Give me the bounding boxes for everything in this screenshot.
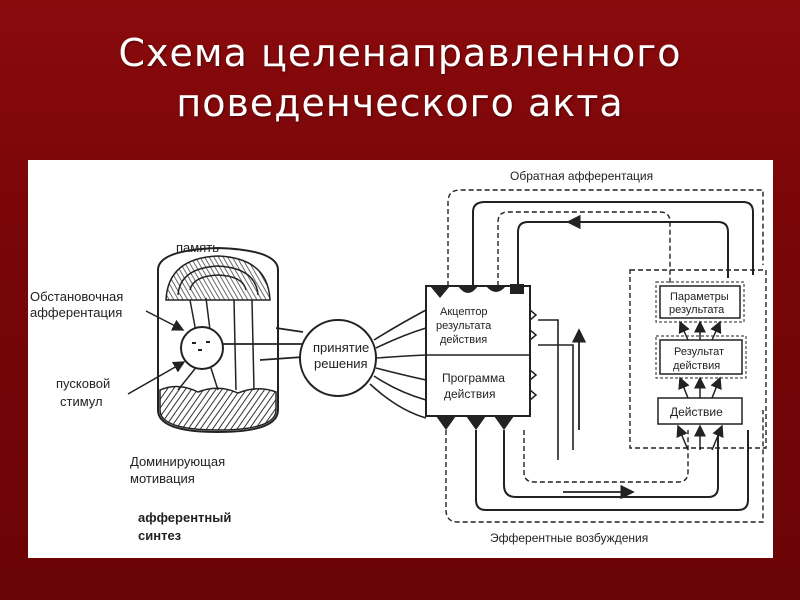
efferent-excitations-label: Эфферентные возбуждения bbox=[490, 531, 648, 545]
dominant-motivation-label-2: мотивация bbox=[130, 471, 195, 486]
feedback-afferentation-loop bbox=[447, 189, 764, 290]
decision-to-acceptor-links bbox=[369, 309, 427, 419]
slide-title: Схема целенаправленного поведенческого а… bbox=[0, 28, 800, 128]
afferent-synthesis-label-2: синтез bbox=[138, 528, 182, 543]
feedback-afferentation-label: Обратная афферентация bbox=[510, 169, 653, 183]
decision-node: принятие решения bbox=[299, 319, 377, 397]
acceptor-label-3: действия bbox=[440, 334, 487, 346]
slide-title-line-1: Схема целенаправленного bbox=[118, 31, 682, 75]
trigger-stimulus-arrow bbox=[127, 361, 186, 395]
trigger-stimulus-label-2: стимул bbox=[60, 394, 103, 409]
acceptor-label-1: Акцептор bbox=[440, 306, 488, 318]
action-label: Действие bbox=[670, 405, 723, 419]
action-box: Действие bbox=[657, 397, 743, 425]
situational-afferentation-arrow bbox=[145, 310, 185, 331]
memory-label: память bbox=[176, 240, 219, 255]
situational-afferentation-label-1: Обстановочная bbox=[30, 289, 123, 304]
trigger-stimulus-label-1: пусковой bbox=[56, 376, 110, 391]
efferent-excitations-loop bbox=[445, 319, 764, 523]
result-frame bbox=[629, 269, 767, 449]
decision-label-1: принятие bbox=[313, 340, 369, 355]
result-params-box: Параметры результата bbox=[655, 281, 745, 323]
action-result-box: Результат действия bbox=[655, 335, 747, 379]
result-params-label-1: Параметры bbox=[670, 291, 729, 303]
dominant-motivation-label-1: Доминирующая bbox=[130, 454, 225, 469]
action-result-label-1: Результат bbox=[674, 346, 724, 358]
acceptor-label-2: результата bbox=[436, 320, 492, 332]
program-label-2: действия bbox=[444, 387, 495, 401]
slide-title-line-2: поведенческого акта bbox=[176, 81, 624, 125]
diagram-panel: память Обстановочная афферентация пусков… bbox=[28, 160, 773, 558]
action-result-label-2: действия bbox=[673, 360, 720, 372]
behavioral-act-diagram: память Обстановочная афферентация пусков… bbox=[30, 169, 767, 545]
acceptor-program-block: Акцептор результата действия Программа д… bbox=[425, 284, 538, 430]
afferent-synthesis-label-1: афферентный bbox=[138, 510, 231, 525]
result-params-label-2: результата bbox=[669, 304, 725, 316]
program-label-1: Программа bbox=[442, 371, 505, 385]
afferent-synthesis-capsule bbox=[157, 246, 304, 434]
situational-afferentation-label-2: афферентация bbox=[30, 305, 122, 320]
result-arrows bbox=[676, 320, 724, 451]
decision-label-2: решения bbox=[314, 356, 368, 371]
